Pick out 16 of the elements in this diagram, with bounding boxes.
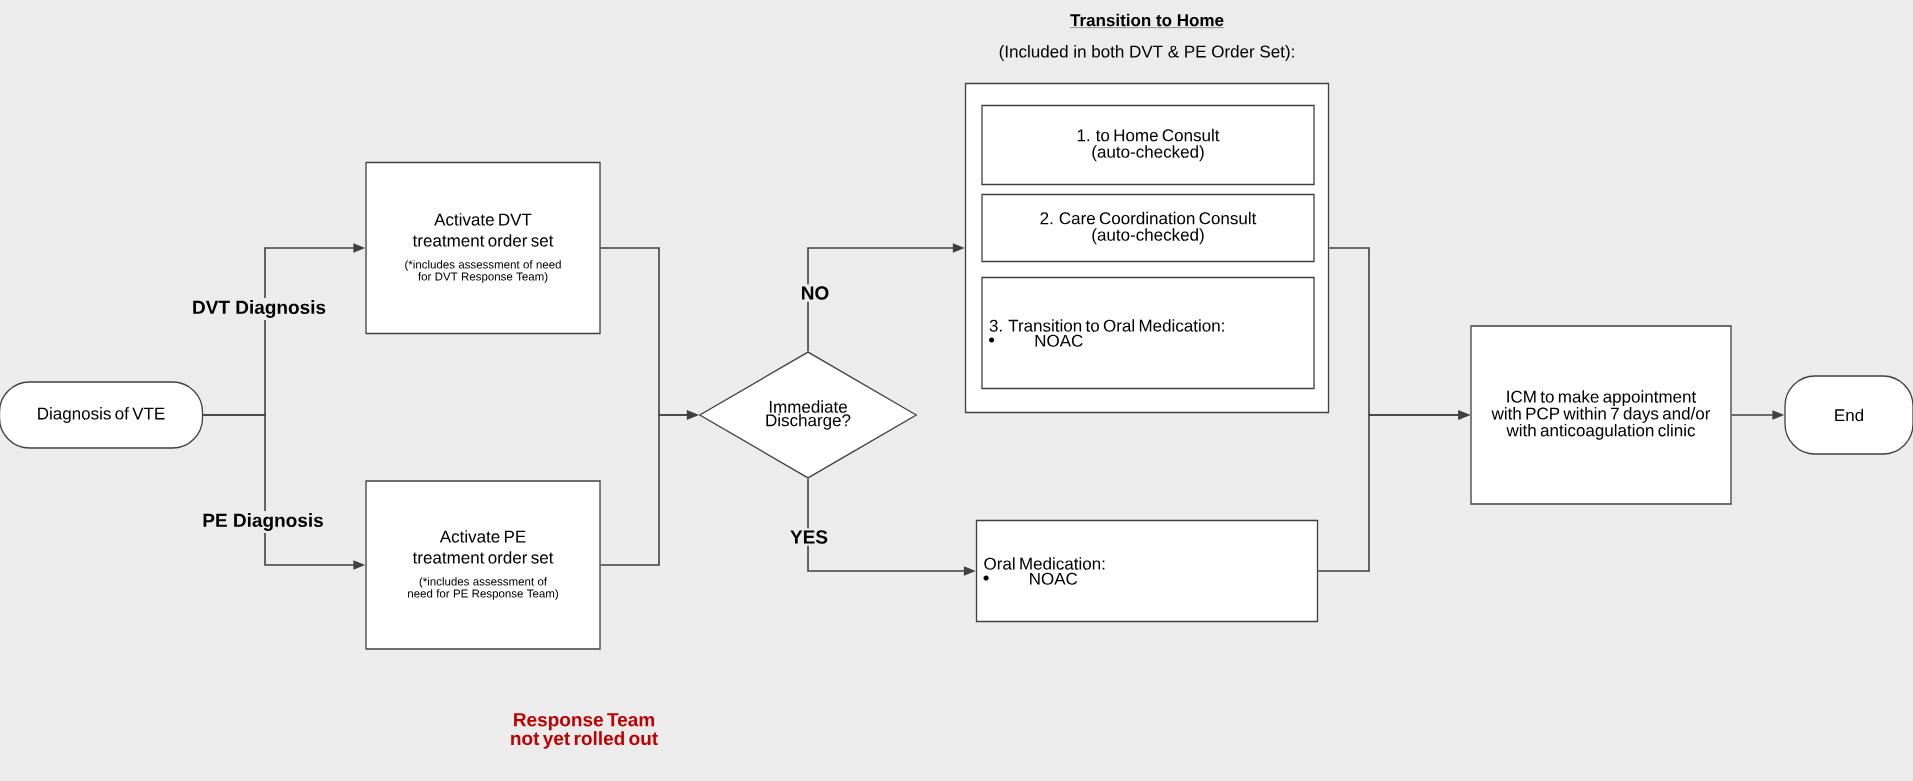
note: Response Team not yet rolled out — [511, 713, 658, 749]
process-box: 3. Transition to Oral Medication: NOAC — [981, 276, 1315, 390]
process-box: Oral Medication: NOAC — [975, 519, 1319, 623]
edge-label: PE Diagnosis — [200, 511, 326, 533]
edge-label: YES — [788, 528, 830, 546]
terminal-box: Diagnosis of VTE — [0, 381, 204, 449]
node-label: (Included in both DVT & PE Order Set): — [999, 45, 1294, 61]
edge-label: NO — [798, 284, 832, 302]
process-box: 2. Care Coordination Consult (auto-checked) — [981, 193, 1315, 263]
process-box: Activate DVT treatment order set (*includes assessment of need for DVT Response Team) — [365, 161, 601, 335]
process-box: 1. to Home Consult (auto-checked) — [981, 104, 1315, 186]
terminal-box: End — [1784, 375, 1913, 455]
edge-label: DVT Diagnosis — [190, 298, 329, 320]
node-label: Transition to Home — [1070, 13, 1224, 27]
process-box: ICM to make appointment with PCP within 7 days and/or with anticoagulation clinic — [1470, 325, 1732, 505]
process-box: Activate PE treatment order set (*includes assessment of need for PE Response Team) — [365, 480, 601, 650]
